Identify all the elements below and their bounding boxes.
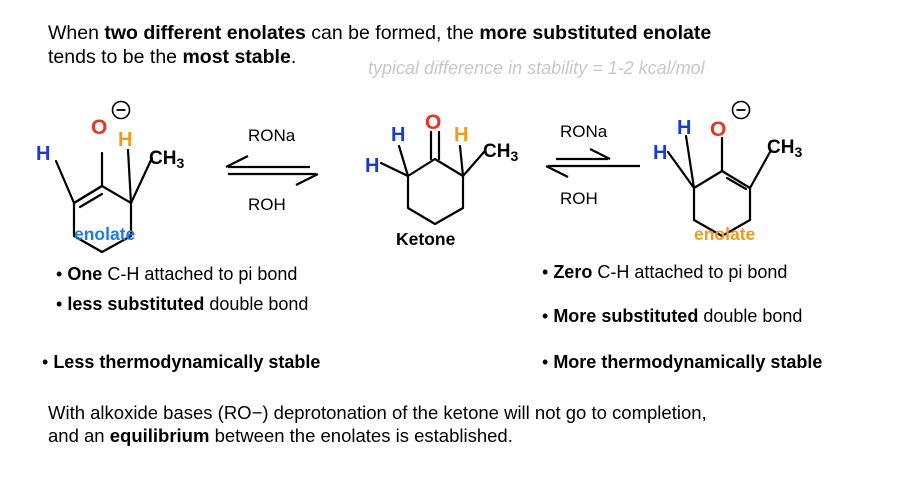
left-methyl: CH3 bbox=[149, 148, 184, 171]
right-reagent-top: RONa bbox=[560, 122, 608, 141]
ketone-structure bbox=[379, 130, 486, 226]
summary-line-2: and an equilibrium between the enolates … bbox=[48, 425, 513, 446]
right-negative-charge-icon bbox=[731, 100, 751, 120]
left-vinyl-h: H bbox=[36, 143, 50, 165]
left-oxygen: O bbox=[91, 116, 107, 139]
right-point-3: • More thermodynamically stable bbox=[542, 352, 823, 372]
right-h-top: H bbox=[677, 117, 691, 139]
left-point-3: • Less thermodynamically stable bbox=[42, 352, 321, 372]
right-methyl: CH3 bbox=[767, 137, 802, 160]
right-reagent-bottom: ROH bbox=[560, 189, 598, 208]
right-enolate-label: enolate bbox=[694, 224, 756, 244]
left-enolate-label: enolate bbox=[74, 224, 136, 244]
intro-line-2: tends to be the most stable. bbox=[48, 46, 297, 68]
stability-note: typical difference in stability = 1-2 kc… bbox=[368, 58, 705, 78]
left-reagent-top: RONa bbox=[248, 126, 296, 145]
right-enolate-structure bbox=[666, 134, 772, 238]
ketone-label: Ketone bbox=[396, 229, 456, 249]
right-equilibrium-arrows-icon bbox=[545, 148, 640, 178]
intro-line-1: When two different enolates can be forme… bbox=[48, 22, 712, 44]
ketone-alpha-h-top-left: H bbox=[391, 124, 405, 146]
ketone-methyl: CH3 bbox=[483, 141, 518, 164]
summary-line-1: With alkoxide bases (RO−) deprotonation … bbox=[48, 402, 707, 423]
ketone-oxygen: O bbox=[425, 111, 441, 134]
left-alpha-h: H bbox=[118, 129, 132, 151]
left-equilibrium-arrows-icon bbox=[225, 155, 319, 186]
left-point-1: • One C-H attached to pi bond bbox=[56, 264, 298, 284]
right-point-2: • More substituted double bond bbox=[542, 306, 803, 326]
left-point-2: • less substituted double bond bbox=[56, 294, 309, 314]
left-negative-charge-icon bbox=[111, 100, 131, 120]
ketone-alpha-h-left: H bbox=[365, 155, 379, 177]
left-enolate-structure bbox=[54, 148, 154, 254]
right-point-1: • Zero C-H attached to pi bond bbox=[542, 262, 788, 282]
right-h-left: H bbox=[653, 142, 667, 164]
ketone-alpha-h-right: H bbox=[454, 124, 468, 146]
left-reagent-bottom: ROH bbox=[248, 195, 286, 214]
right-oxygen: O bbox=[710, 118, 726, 141]
